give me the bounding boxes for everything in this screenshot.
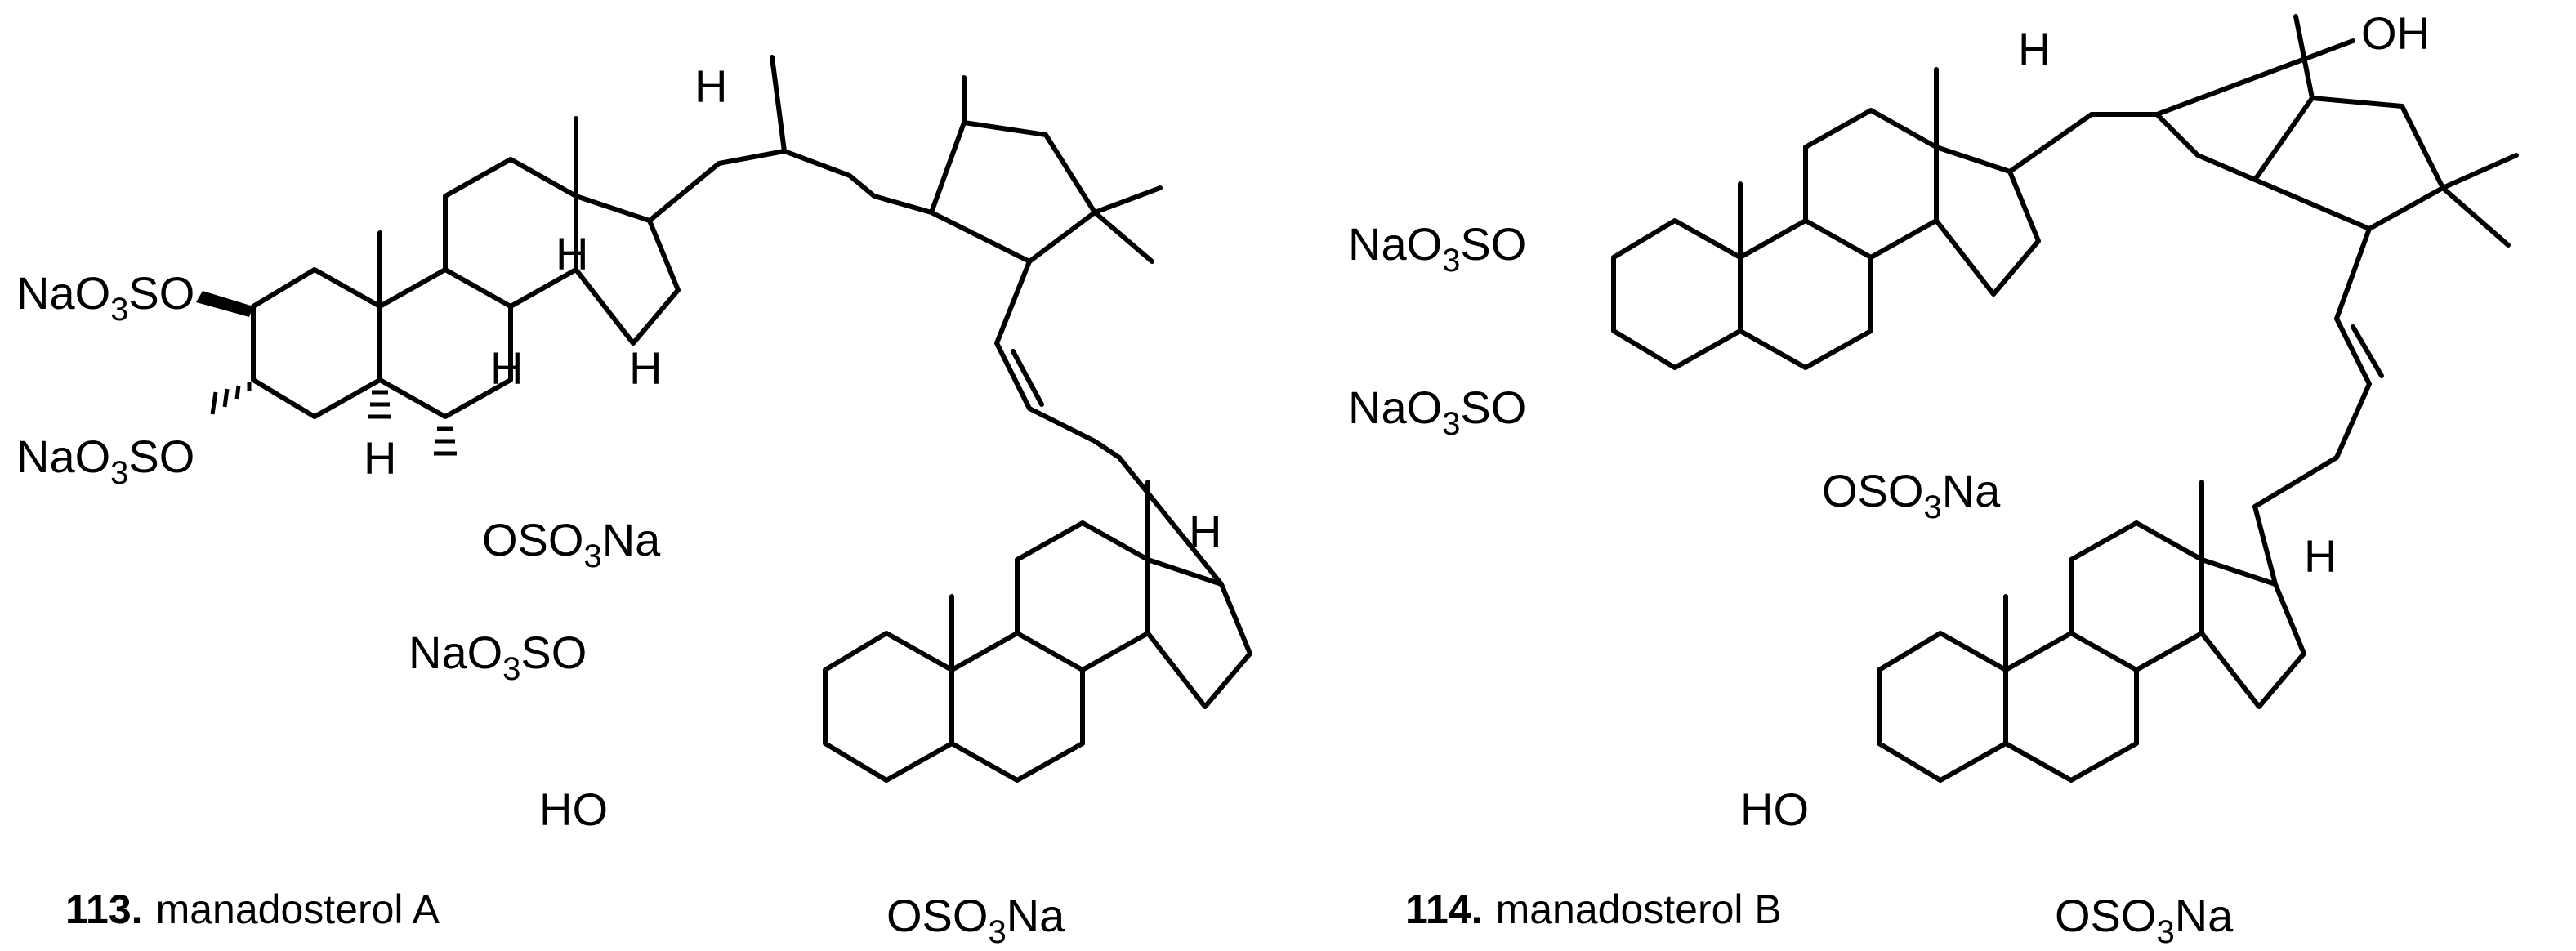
molecule-113: NaO3SO NaO3SO H OSO3Na H H H H (16, 55, 1252, 950)
oh-label: OH (2361, 7, 2430, 59)
oh-bond (2154, 38, 2355, 117)
caption-113: 113. manadosterol A (65, 886, 440, 932)
h-label-14: H (629, 342, 662, 394)
hash-3-alpha (210, 382, 252, 415)
chain-to-lower-core-114 (2252, 504, 2278, 587)
h-label-5: H (364, 432, 396, 484)
compound-name-114: manadosterol B (1496, 886, 1782, 932)
gem-methyl-2 (1092, 210, 1154, 264)
oso3na-label-1: OSO3Na (482, 514, 661, 574)
exo-methylene (2293, 14, 2315, 100)
ring-d-114-upper (1934, 145, 2041, 297)
ring-d-113-lower (1145, 557, 1252, 709)
ho-label-114: HO (1740, 784, 1809, 835)
hash-6-oso3na (434, 426, 457, 456)
nao3so-label-5: NaO3SO (1348, 382, 1526, 442)
double-bond-114 (2351, 324, 2384, 378)
ring-b-114-upper (1738, 218, 1873, 370)
gem-methyl-114-1 (2440, 153, 2519, 190)
linker-113 (994, 259, 1122, 460)
h-label-9: H (490, 342, 523, 394)
cyclopentane-114 (2252, 96, 2445, 231)
ring-c-114-upper (1803, 108, 1939, 260)
h-label-114-lower: H (2304, 530, 2337, 582)
h-label-114-20: H (2018, 24, 2051, 75)
wedge-2-beta (196, 291, 253, 317)
nao3so-label-1: NaO3SO (16, 267, 194, 328)
gem-methyl-114-2 (2440, 185, 2511, 248)
ring-b-114-lower (2003, 631, 2139, 783)
h-label-20: H (694, 60, 727, 112)
cyclopentene-113 (929, 120, 1097, 264)
h-label-lower-20: H (1189, 506, 1221, 557)
oso3na-label-4: OSO3Na (2055, 890, 2234, 950)
nao3so-label-2: NaO3SO (16, 431, 194, 491)
methyl-21 (770, 55, 787, 154)
ring-d-114-lower (2199, 557, 2306, 709)
side-chain-114 (2007, 112, 2257, 182)
caption-114: 114. manadosterol B (1405, 886, 1782, 932)
chain-to-ring (872, 194, 934, 215)
compound-number-114: 114. (1405, 886, 1483, 932)
nao3so-label-4: NaO3SO (1348, 218, 1526, 279)
h-label-8: H (556, 228, 588, 279)
double-bond-113 (1011, 349, 1044, 407)
ho-label-113: HO (539, 784, 608, 835)
compound-name-113: manadosterol A (156, 886, 440, 932)
ring-a-113-lower (823, 631, 954, 783)
ring-b-113-upper (377, 267, 513, 419)
linker-114 (2252, 226, 2372, 509)
oso3na-label-2: OSO3Na (886, 890, 1065, 950)
ring-b-113-lower (949, 631, 1085, 783)
ring-c-114-lower (2069, 520, 2204, 672)
nao3so-label-3: NaO3SO (408, 627, 587, 687)
ring-a-114-lower (1877, 631, 2008, 783)
hash-5-h (368, 390, 391, 419)
ring-d-113-upper (574, 194, 681, 346)
oso3na-label-3: OSO3Na (1822, 465, 2001, 525)
compound-number-113: 113. (65, 886, 143, 932)
side-chain-113-upper (647, 149, 877, 223)
molecule-114: NaO3SO NaO3SO OSO3Na H OH HO OSO3Na H (1348, 7, 2519, 950)
chain-to-lower-core (1117, 455, 1224, 587)
ring-a-113-upper (251, 267, 382, 419)
gem-methyl-1 (1092, 185, 1163, 215)
ring-c-113-lower (1015, 520, 1150, 672)
ring-c-113-upper (443, 157, 578, 309)
ring-a-114-upper (1611, 218, 1743, 370)
